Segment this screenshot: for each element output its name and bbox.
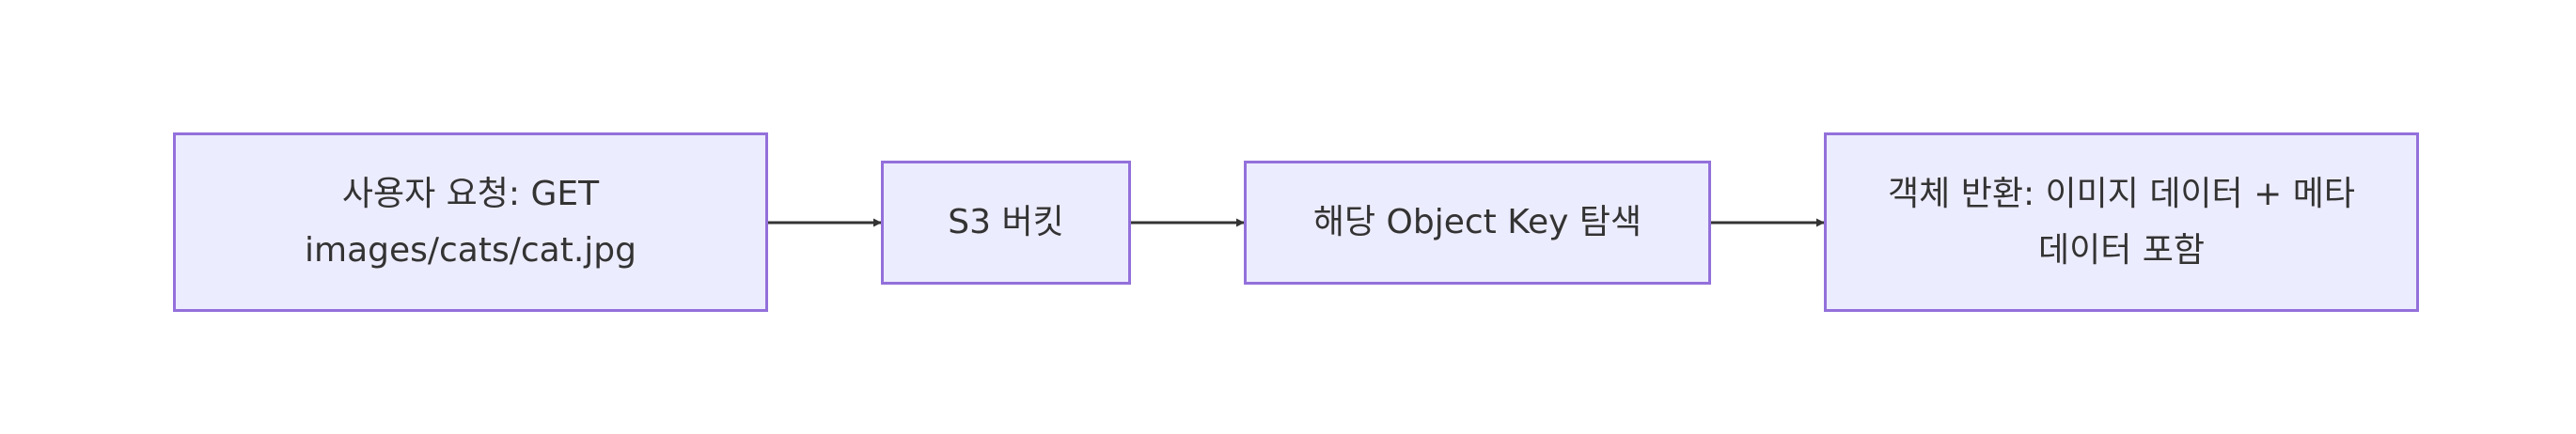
node-user-request-label: 사용자 요청: GET images/cats/cat.jpg	[305, 174, 636, 270]
node-s3-bucket-label: S3 버킷	[948, 203, 1064, 241]
node-object-key-search-label: 해당 Object Key 탐색	[1312, 203, 1642, 241]
node-s3-bucket: S3 버킷	[881, 161, 1131, 285]
node-object-return-label: 객체 반환: 이미지 데이터 + 메타데이터 포함	[1888, 174, 2355, 270]
node-object-key-search: 해당 Object Key 탐색	[1244, 161, 1711, 285]
node-object-return: 객체 반환: 이미지 데이터 + 메타데이터 포함	[1824, 132, 2419, 312]
node-user-request: 사용자 요청: GET images/cats/cat.jpg	[173, 132, 768, 312]
